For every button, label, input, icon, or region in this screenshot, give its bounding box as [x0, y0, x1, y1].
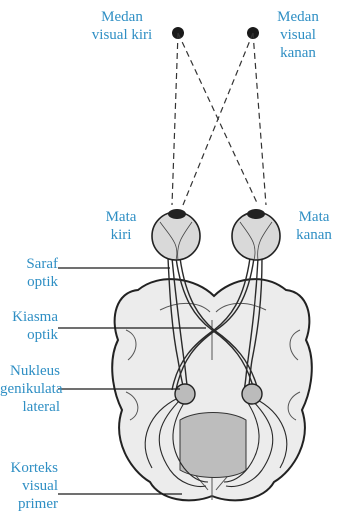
- label-lateral-geniculate: Nukleus genikulata lateral: [0, 362, 60, 416]
- label-optic-chiasm: Kiasma optik: [2, 308, 58, 344]
- label-line: Mata: [290, 208, 338, 226]
- label-line: kanan: [258, 44, 338, 62]
- right-eye: [232, 209, 280, 260]
- lgn-left: [175, 384, 195, 404]
- label-line: kiri: [96, 226, 146, 244]
- label-line: Nukleus: [0, 362, 60, 380]
- label-line: Medan: [258, 8, 338, 26]
- label-line: Saraf: [2, 255, 58, 273]
- label-line: primer: [2, 495, 58, 513]
- label-left-eye: Mata kiri: [96, 208, 146, 244]
- label-line: genikulata: [0, 380, 60, 398]
- label-line: visual: [258, 26, 338, 44]
- label-line: Korteks: [2, 459, 58, 477]
- label-line: kanan: [290, 226, 338, 244]
- label-line: visual: [2, 477, 58, 495]
- label-line: optik: [2, 326, 58, 344]
- label-optic-nerve: Saraf optik: [2, 255, 58, 291]
- projection-lines: [172, 33, 266, 205]
- label-line: lateral: [0, 398, 60, 416]
- label-line: Mata: [96, 208, 146, 226]
- occipital-region: [180, 413, 246, 478]
- label-left-visual-field: Medan visual kiri: [72, 8, 172, 44]
- label-line: Medan: [72, 8, 172, 26]
- label-line: visual kiri: [72, 26, 172, 44]
- left-eye: [152, 209, 200, 260]
- lgn-right: [242, 384, 262, 404]
- label-right-visual-field: Medan visual kanan: [258, 8, 338, 62]
- label-line: Kiasma: [2, 308, 58, 326]
- label-primary-visual-cortex: Korteks visual primer: [2, 459, 58, 513]
- label-right-eye: Mata kanan: [290, 208, 338, 244]
- label-line: optik: [2, 273, 58, 291]
